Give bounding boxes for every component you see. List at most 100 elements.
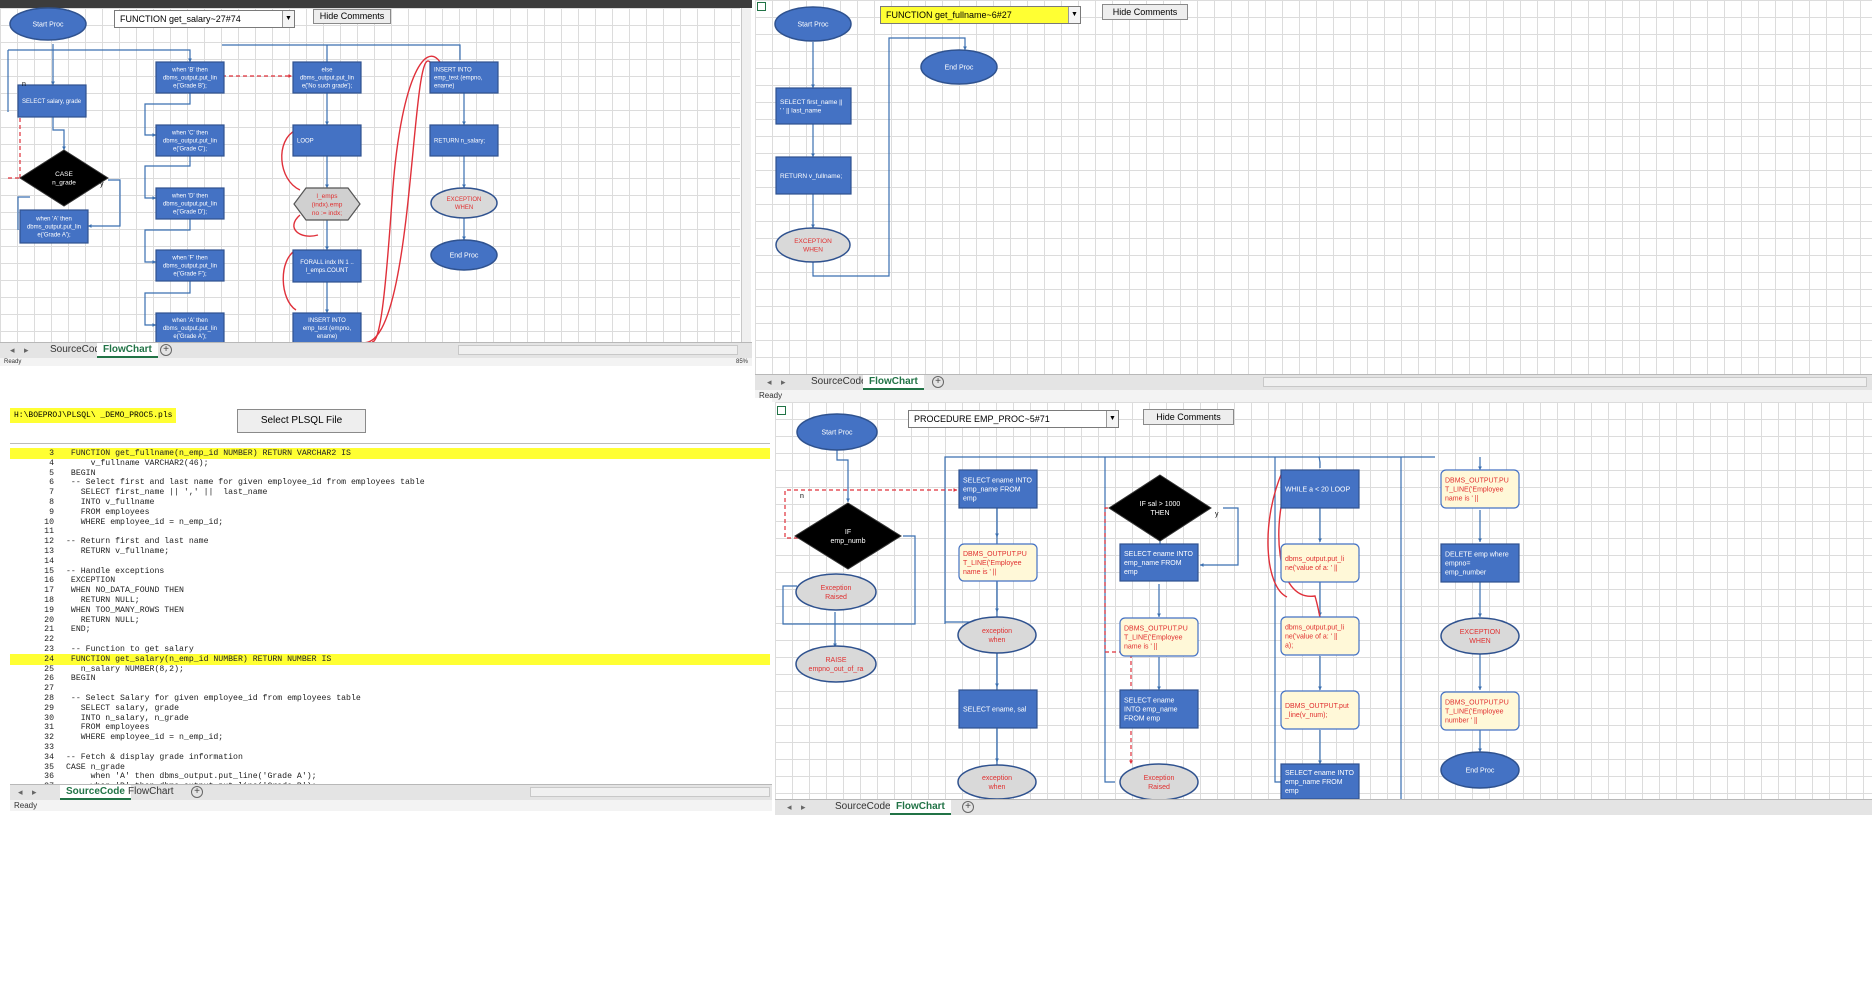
loop-arc bbox=[293, 214, 319, 237]
procedure-selector-value: PROCEDURE EMP_PROC~5#71 bbox=[914, 414, 1050, 424]
code-line: 11 bbox=[10, 526, 770, 537]
tab-flowchart[interactable]: FlowChart bbox=[890, 800, 951, 815]
line-text: -- Handle exceptions bbox=[66, 566, 165, 576]
chevron-down-icon[interactable]: ▼ bbox=[282, 11, 294, 27]
connector bbox=[52, 117, 65, 150]
when-f-node-text: dbms_output.put_lin bbox=[163, 264, 217, 270]
code-line: 24 FUNCTION get_salary(n_emp_id NUMBER) … bbox=[10, 653, 770, 665]
tab-scroll-left-icon[interactable]: ◂ bbox=[10, 345, 15, 355]
tab-scroll-left-icon[interactable]: ◂ bbox=[787, 802, 792, 812]
connector bbox=[144, 93, 191, 136]
dbms-output-node bbox=[1280, 543, 1360, 583]
add-sheet-icon[interactable]: + bbox=[191, 786, 203, 798]
branch-label-yes: y bbox=[1215, 511, 1219, 518]
connector-arrowhead bbox=[846, 498, 850, 502]
procedure-selector[interactable]: FUNCTION get_fullname~6#27 ▼ bbox=[880, 6, 1081, 24]
line-text: BEGIN bbox=[66, 468, 96, 478]
dbms-output-node-text: DBMS_OUTPUT.PU bbox=[1445, 477, 1509, 484]
exception-when-node-text: when bbox=[988, 637, 1006, 644]
tab-scroll-left-icon[interactable]: ◂ bbox=[18, 787, 23, 797]
when-f-node-text: e('Grade F'); bbox=[173, 272, 207, 278]
code-line: 4 v_fullname VARCHAR2(46); bbox=[10, 458, 770, 469]
connector-arrowhead bbox=[811, 84, 815, 88]
add-sheet-icon[interactable]: + bbox=[962, 801, 974, 813]
select-fullname-node-text: ' ' || last_name bbox=[780, 108, 822, 115]
start-proc-text: Start Proc bbox=[821, 429, 853, 436]
hide-comments-button[interactable]: Hide Comments bbox=[313, 9, 391, 24]
when-b-node-text: when 'B' then bbox=[171, 68, 208, 74]
loop-arc bbox=[282, 249, 297, 311]
tab-scroll-right-icon[interactable]: ▸ bbox=[24, 345, 29, 355]
procedure-selector[interactable]: PROCEDURE EMP_PROC~5#71 ▼ bbox=[908, 410, 1119, 428]
return-node bbox=[775, 156, 852, 195]
select-all-corner[interactable] bbox=[757, 2, 766, 11]
connector-arrowhead bbox=[152, 196, 156, 200]
exception-node bbox=[775, 227, 851, 263]
hide-comments-button[interactable]: Hide Comments bbox=[1102, 4, 1188, 20]
line-text: FROM employees bbox=[66, 723, 150, 733]
horizontal-scrollbar[interactable] bbox=[530, 787, 770, 797]
code-line: 6 -- Select first and last name for give… bbox=[10, 477, 770, 488]
tab-sourcecode[interactable]: SourceCode bbox=[835, 801, 891, 812]
hide-comments-button[interactable]: Hide Comments bbox=[1143, 409, 1234, 425]
select-node-text: FROM emp bbox=[1124, 715, 1160, 722]
line-number: 10 bbox=[44, 517, 54, 527]
else-node-text: e('No such grade'); bbox=[302, 84, 353, 90]
connector bbox=[8, 49, 191, 62]
tab-flowchart[interactable]: FlowChart bbox=[128, 786, 174, 797]
add-sheet-icon[interactable]: + bbox=[160, 344, 172, 356]
select-node-text: emp_name FROM bbox=[1285, 779, 1343, 786]
status-bar: Ready bbox=[755, 390, 1872, 402]
horizontal-scrollbar[interactable] bbox=[458, 345, 738, 355]
horizontal-scrollbar[interactable] bbox=[1263, 377, 1867, 387]
line-text: -- Return first and last name bbox=[66, 537, 209, 547]
exception-when-node-text: when bbox=[988, 784, 1006, 791]
raise-node bbox=[795, 645, 877, 683]
exception-node-text: WHEN bbox=[455, 205, 473, 211]
tab-scroll-right-icon[interactable]: ▸ bbox=[801, 802, 806, 812]
when-f-node bbox=[155, 249, 225, 282]
select-all-corner[interactable] bbox=[777, 406, 786, 415]
select-node-text: INTO emp_name bbox=[1124, 706, 1178, 713]
procedure-selector[interactable]: FUNCTION get_salary~27#74 ▼ bbox=[114, 10, 295, 28]
tab-sourcecode[interactable]: SourceCode bbox=[60, 785, 131, 800]
case-decision-text: n_grade bbox=[52, 180, 76, 187]
tab-scroll-right-icon[interactable]: ▸ bbox=[781, 377, 786, 387]
exception-when-node bbox=[957, 616, 1037, 654]
code-line: 19 WHEN TOO_MANY_ROWS THEN bbox=[10, 605, 770, 616]
line-number: 17 bbox=[44, 586, 54, 596]
end-proc-text: End Proc bbox=[450, 252, 479, 259]
code-line: 31 FROM employees bbox=[10, 722, 770, 733]
tab-scroll-right-icon[interactable]: ▸ bbox=[32, 787, 37, 797]
end-proc-text: End Proc bbox=[945, 64, 974, 71]
line-text: -- Function to get salary bbox=[66, 645, 194, 654]
tab-flowchart[interactable]: FlowChart bbox=[97, 343, 158, 358]
line-number: 12 bbox=[44, 537, 54, 547]
if-decision-text: IF bbox=[845, 529, 851, 536]
dbms-output-node-text: T_LINE('Employee bbox=[963, 560, 1022, 567]
insert-node-text: INSERT INTO bbox=[308, 318, 346, 324]
dbms-output-node bbox=[958, 543, 1038, 582]
line-number: 36 bbox=[44, 772, 54, 782]
status-bar: Ready 85% bbox=[0, 358, 752, 366]
tab-flowchart[interactable]: FlowChart bbox=[863, 375, 924, 390]
add-sheet-icon[interactable]: + bbox=[932, 376, 944, 388]
delete-node-text: empno= bbox=[1445, 560, 1471, 567]
select-plsql-file-button[interactable]: Select PLSQL File bbox=[237, 409, 366, 433]
chevron-down-icon[interactable]: ▼ bbox=[1068, 7, 1080, 23]
line-text: INTO n_salary, n_grade bbox=[66, 713, 189, 723]
tab-sourcecode[interactable]: SourceCode bbox=[50, 344, 106, 355]
connector-arrowhead bbox=[152, 260, 156, 264]
tab-scroll-left-icon[interactable]: ◂ bbox=[767, 377, 772, 387]
chevron-down-icon[interactable]: ▼ bbox=[1106, 411, 1118, 427]
insert-node-text: ename) bbox=[434, 84, 454, 90]
line-number: 4 bbox=[49, 458, 54, 468]
when-a-node-text: e('Grade A'); bbox=[37, 233, 71, 239]
line-text: CASE n_grade bbox=[66, 762, 125, 772]
vertical-scrollbar[interactable] bbox=[741, 8, 751, 342]
dbms-output-node-text: T_LINE('Employee bbox=[1445, 486, 1504, 493]
tab-sourcecode[interactable]: SourceCode bbox=[811, 376, 867, 387]
code-line: 5 BEGIN bbox=[10, 468, 770, 479]
return-node bbox=[429, 124, 499, 157]
